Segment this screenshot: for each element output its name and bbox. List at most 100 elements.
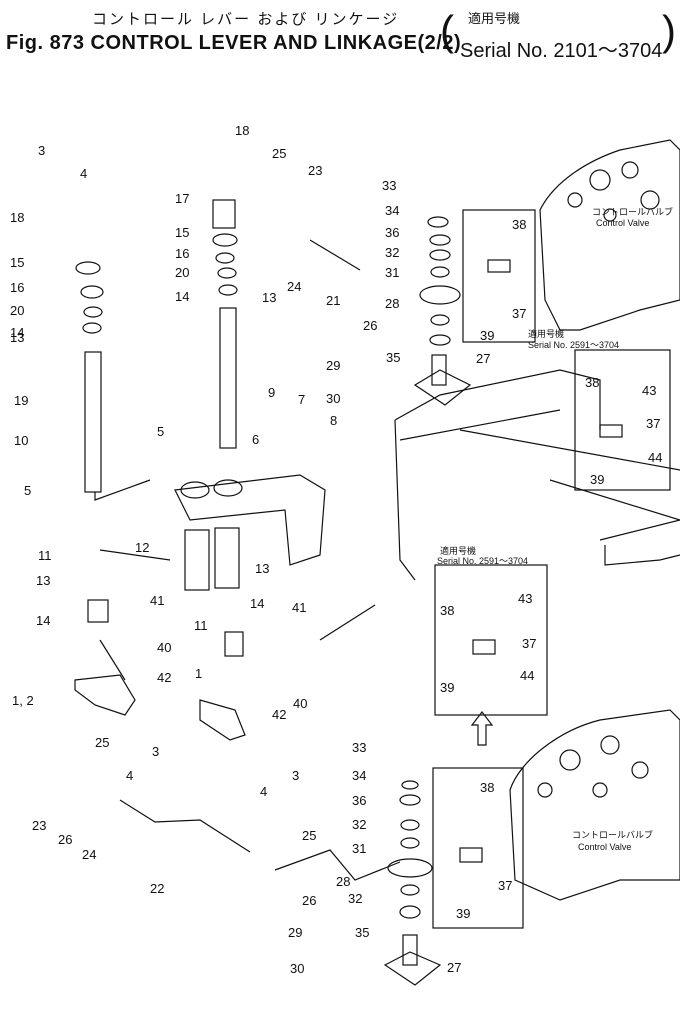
- callout-32: 32: [385, 245, 399, 260]
- callout-37: 37: [512, 306, 526, 321]
- callout-13: 13: [10, 330, 24, 345]
- callout-3: 3: [38, 143, 45, 158]
- callout-4: 4: [80, 166, 87, 181]
- control-valve-upper: [539, 139, 680, 331]
- base-27-upper: [413, 369, 472, 406]
- callout-40: 40: [157, 640, 171, 655]
- callout-35: 35: [355, 925, 369, 940]
- callout-22: 22: [150, 881, 164, 896]
- callout-15: 15: [10, 255, 24, 270]
- callout-37: 37: [522, 636, 536, 651]
- callout-40: 40: [293, 696, 307, 711]
- callout-39: 39: [590, 472, 604, 487]
- callout-41: 41: [292, 600, 306, 615]
- callout-43: 43: [518, 591, 532, 606]
- callout-21: 21: [326, 293, 340, 308]
- callout-18: 18: [235, 123, 249, 138]
- callout-38: 38: [585, 375, 599, 390]
- callout-36: 36: [385, 225, 399, 240]
- callout-5: 5: [157, 424, 164, 439]
- callout-25: 25: [272, 146, 286, 161]
- callout-13: 13: [36, 573, 50, 588]
- callout-32: 32: [348, 891, 362, 906]
- callout-39: 39: [440, 680, 454, 695]
- callout-13: 13: [262, 290, 276, 305]
- inset-box-upper: [574, 349, 671, 491]
- callout-3: 3: [152, 744, 159, 759]
- frame-structure-right: [599, 519, 680, 566]
- callout-16: 16: [10, 280, 24, 295]
- callout-3: 3: [292, 768, 299, 783]
- callout-30: 30: [326, 391, 340, 406]
- callout-33: 33: [352, 740, 366, 755]
- callout-31: 31: [352, 841, 366, 856]
- callout-11: 11: [38, 548, 52, 563]
- lever-1-2: [74, 674, 136, 716]
- callout-33: 33: [382, 178, 396, 193]
- rod-21: [309, 239, 361, 271]
- serial-range: Serial No. 2101～3704: [460, 40, 663, 62]
- callout-4: 4: [126, 768, 133, 783]
- callout-20: 20: [175, 265, 189, 280]
- frame-structure: [394, 369, 680, 581]
- callout-42: 42: [272, 707, 286, 722]
- callout-31: 31: [385, 265, 399, 280]
- callout-39: 39: [456, 906, 470, 921]
- callout-28: 28: [385, 296, 399, 311]
- rod-right: [319, 604, 376, 641]
- callout-43: 43: [642, 383, 656, 398]
- callout-11: 11: [194, 618, 208, 633]
- inset-lower-en: Serial No. 2591～3704: [437, 556, 528, 566]
- serial-label-japanese: 適用号機: [468, 11, 521, 26]
- callout-1: 1: [195, 666, 202, 681]
- callout-14: 14: [36, 613, 50, 628]
- callout-44: 44: [520, 668, 534, 683]
- callout-32: 32: [352, 817, 366, 832]
- valve-upper-jp: コントロールバルブ: [592, 206, 673, 217]
- callout-38: 38: [440, 603, 454, 618]
- callout-25: 25: [302, 828, 316, 843]
- callout-41: 41: [150, 593, 164, 608]
- title-japanese: コントロール レバー および リンケージ: [92, 11, 400, 28]
- callout-15: 15: [175, 225, 189, 240]
- callout-9: 9: [268, 385, 275, 400]
- callout-10: 10: [14, 433, 28, 448]
- callout-14: 14: [175, 289, 189, 304]
- callout-26: 26: [302, 893, 316, 908]
- callout-16: 16: [175, 246, 189, 261]
- valve-upper-en: Control Valve: [596, 218, 649, 228]
- bracket: [174, 474, 326, 566]
- inset-box-upper-small: [462, 209, 536, 343]
- callout-19: 19: [14, 393, 28, 408]
- callout-26: 26: [58, 832, 72, 847]
- callout-18: 18: [10, 210, 24, 225]
- callout-34: 34: [352, 768, 366, 783]
- callout-24: 24: [82, 847, 96, 862]
- callout-13: 13: [255, 561, 269, 576]
- callout-1-2: 1, 2: [12, 693, 34, 708]
- direction-arrow: [470, 711, 494, 746]
- callout-14: 14: [10, 325, 24, 340]
- callout-6: 6: [252, 432, 259, 447]
- paren-left: (: [440, 7, 454, 54]
- callout-27: 27: [447, 960, 461, 975]
- callout-25: 25: [95, 735, 109, 750]
- inset-upper-jp: 適用号機: [528, 328, 564, 339]
- callout-23: 23: [308, 163, 322, 178]
- inset-upper-en: Serial No. 2591～3704: [528, 340, 619, 350]
- valve-lower-jp: コントロールバルブ: [572, 829, 653, 840]
- callout-38: 38: [480, 780, 494, 795]
- valve-lower-en: Control Valve: [578, 842, 631, 852]
- callout-4: 4: [260, 784, 267, 799]
- inset-captions: 適用号機 Serial No. 2591～3704 適用号機 Serial No…: [437, 206, 673, 852]
- callout-23: 23: [32, 818, 46, 833]
- callout-36: 36: [352, 793, 366, 808]
- base-27-lower: [383, 951, 442, 986]
- callout-39: 39: [480, 328, 494, 343]
- callout-34: 34: [385, 203, 399, 218]
- callout-27: 27: [476, 351, 490, 366]
- callout-44: 44: [648, 450, 662, 465]
- callout-29: 29: [326, 358, 340, 373]
- inset-box-lower: [434, 564, 548, 716]
- callout-14: 14: [250, 596, 264, 611]
